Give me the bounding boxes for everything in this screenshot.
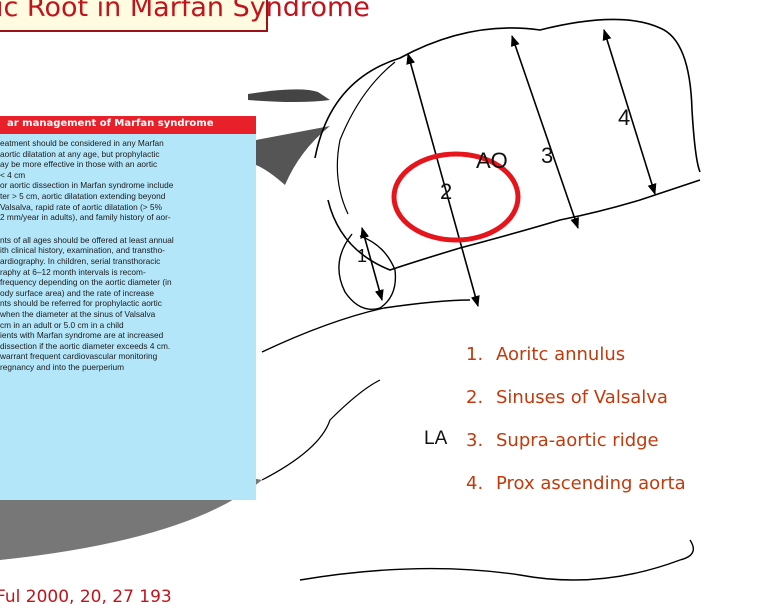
legend-item-annulus: 1.Aoritc annulus	[466, 344, 625, 365]
panel-paragraph-2: nts of all ages should be offered at lea…	[0, 235, 252, 373]
mitral-leaflet-top	[248, 89, 330, 102]
marker-2: 2	[440, 179, 452, 204]
panel-line: when the diameter at the sinus of Valsal…	[0, 309, 155, 319]
panel-line: nts should be referred for prophylactic …	[0, 298, 162, 308]
left-atrium-outline	[262, 380, 380, 480]
legend-text: Aoritc annulus	[496, 344, 625, 365]
marker-3: 3	[541, 143, 553, 168]
legend-item-ridge: 3.Supra-aortic ridge	[466, 430, 659, 451]
legend-number: 4.	[466, 473, 496, 494]
legend-text: Supra-aortic ridge	[496, 430, 659, 451]
label-la: LA	[424, 428, 448, 449]
panel-line: ith clinical history, examination, and t…	[0, 245, 165, 255]
panel-header: ar management of Marfan syndrome	[0, 116, 256, 134]
label-ao: AO	[476, 148, 508, 173]
legend-text: Prox ascending aorta	[496, 473, 686, 494]
aortic-wall-shadow	[256, 126, 330, 185]
marker-1: 1	[357, 246, 367, 266]
panel-line: < 4 cm	[0, 170, 25, 180]
panel-line: ients with Marfan syndrome are at increa…	[0, 330, 163, 340]
panel-line: ter > 5 cm, aortic dilatation extending …	[0, 191, 165, 201]
legend-item-ascending-aorta: 4.Prox ascending aorta	[466, 473, 686, 494]
panel-line: dissection if the aortic diameter exceed…	[0, 341, 170, 351]
panel-line: ardiography. In children, serial transth…	[0, 256, 160, 266]
arrow-3	[512, 36, 578, 228]
panel-line: frequency depending on the aortic diamet…	[0, 277, 172, 287]
panel-body: eatment should be considered in any Marf…	[0, 138, 252, 377]
panel-line: eatment should be considered in any Marf…	[0, 138, 164, 148]
panel-line: Valsalva, rapid rate of aortic dilatatio…	[0, 202, 162, 212]
marker-4: 4	[618, 105, 630, 130]
panel-line: regnancy and into the puerperium	[0, 362, 124, 372]
panel-line: or aortic dissection in Marfan syndrome …	[0, 180, 173, 190]
legend-item-sinuses: 2.Sinuses of Valsalva	[466, 387, 668, 408]
citation-footer: Ful 2000, 20, 27 193	[0, 587, 172, 607]
panel-line: nts of all ages should be offered at lea…	[0, 235, 174, 245]
lower-lv-wall	[262, 300, 470, 352]
aortic-outer-lower	[328, 180, 700, 270]
panel-paragraph-1: eatment should be considered in any Marf…	[0, 138, 252, 223]
panel-line: raphy at 6–12 month intervals is recom-	[0, 267, 146, 277]
lower-right-curve	[300, 540, 693, 580]
panel-heading: ar management of Marfan syndrome	[7, 118, 214, 129]
aortic-inner-curve	[337, 62, 395, 214]
legend-text: Sinuses of Valsalva	[496, 387, 668, 408]
panel-line: cm in an adult or 5.0 cm in a child	[0, 320, 124, 330]
panel-line: ody surface area) and the rate of increa…	[0, 288, 154, 298]
panel-line: ay be more effective in those with an ao…	[0, 159, 157, 169]
legend-number: 2.	[466, 387, 496, 408]
guideline-panel: ar management of Marfan syndrome eatment…	[0, 116, 256, 500]
panel-line: aortic dilatation at any age, but prophy…	[0, 149, 160, 159]
legend-number: 1.	[466, 344, 496, 365]
panel-line: 2 mm/year in adults), and family history…	[0, 212, 171, 222]
legend-number: 3.	[466, 430, 496, 451]
panel-line: warrant frequent cardiovascular monitori…	[0, 351, 157, 361]
